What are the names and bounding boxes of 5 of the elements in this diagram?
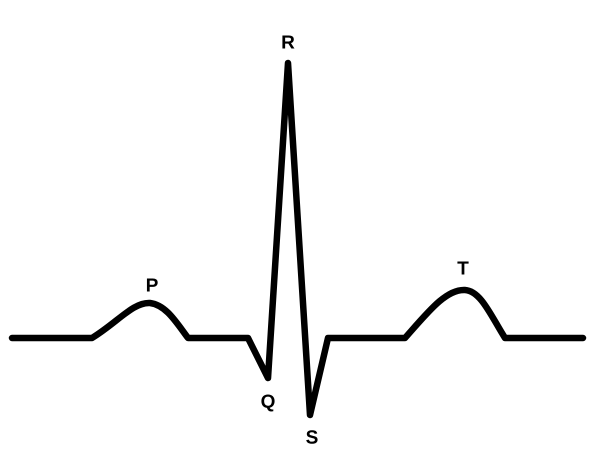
wave-label: S <box>306 430 318 444</box>
wave-label: P <box>146 278 158 292</box>
wave-label: R <box>282 35 294 49</box>
wave-label: Q <box>261 394 275 412</box>
wave-label: T <box>457 261 469 275</box>
